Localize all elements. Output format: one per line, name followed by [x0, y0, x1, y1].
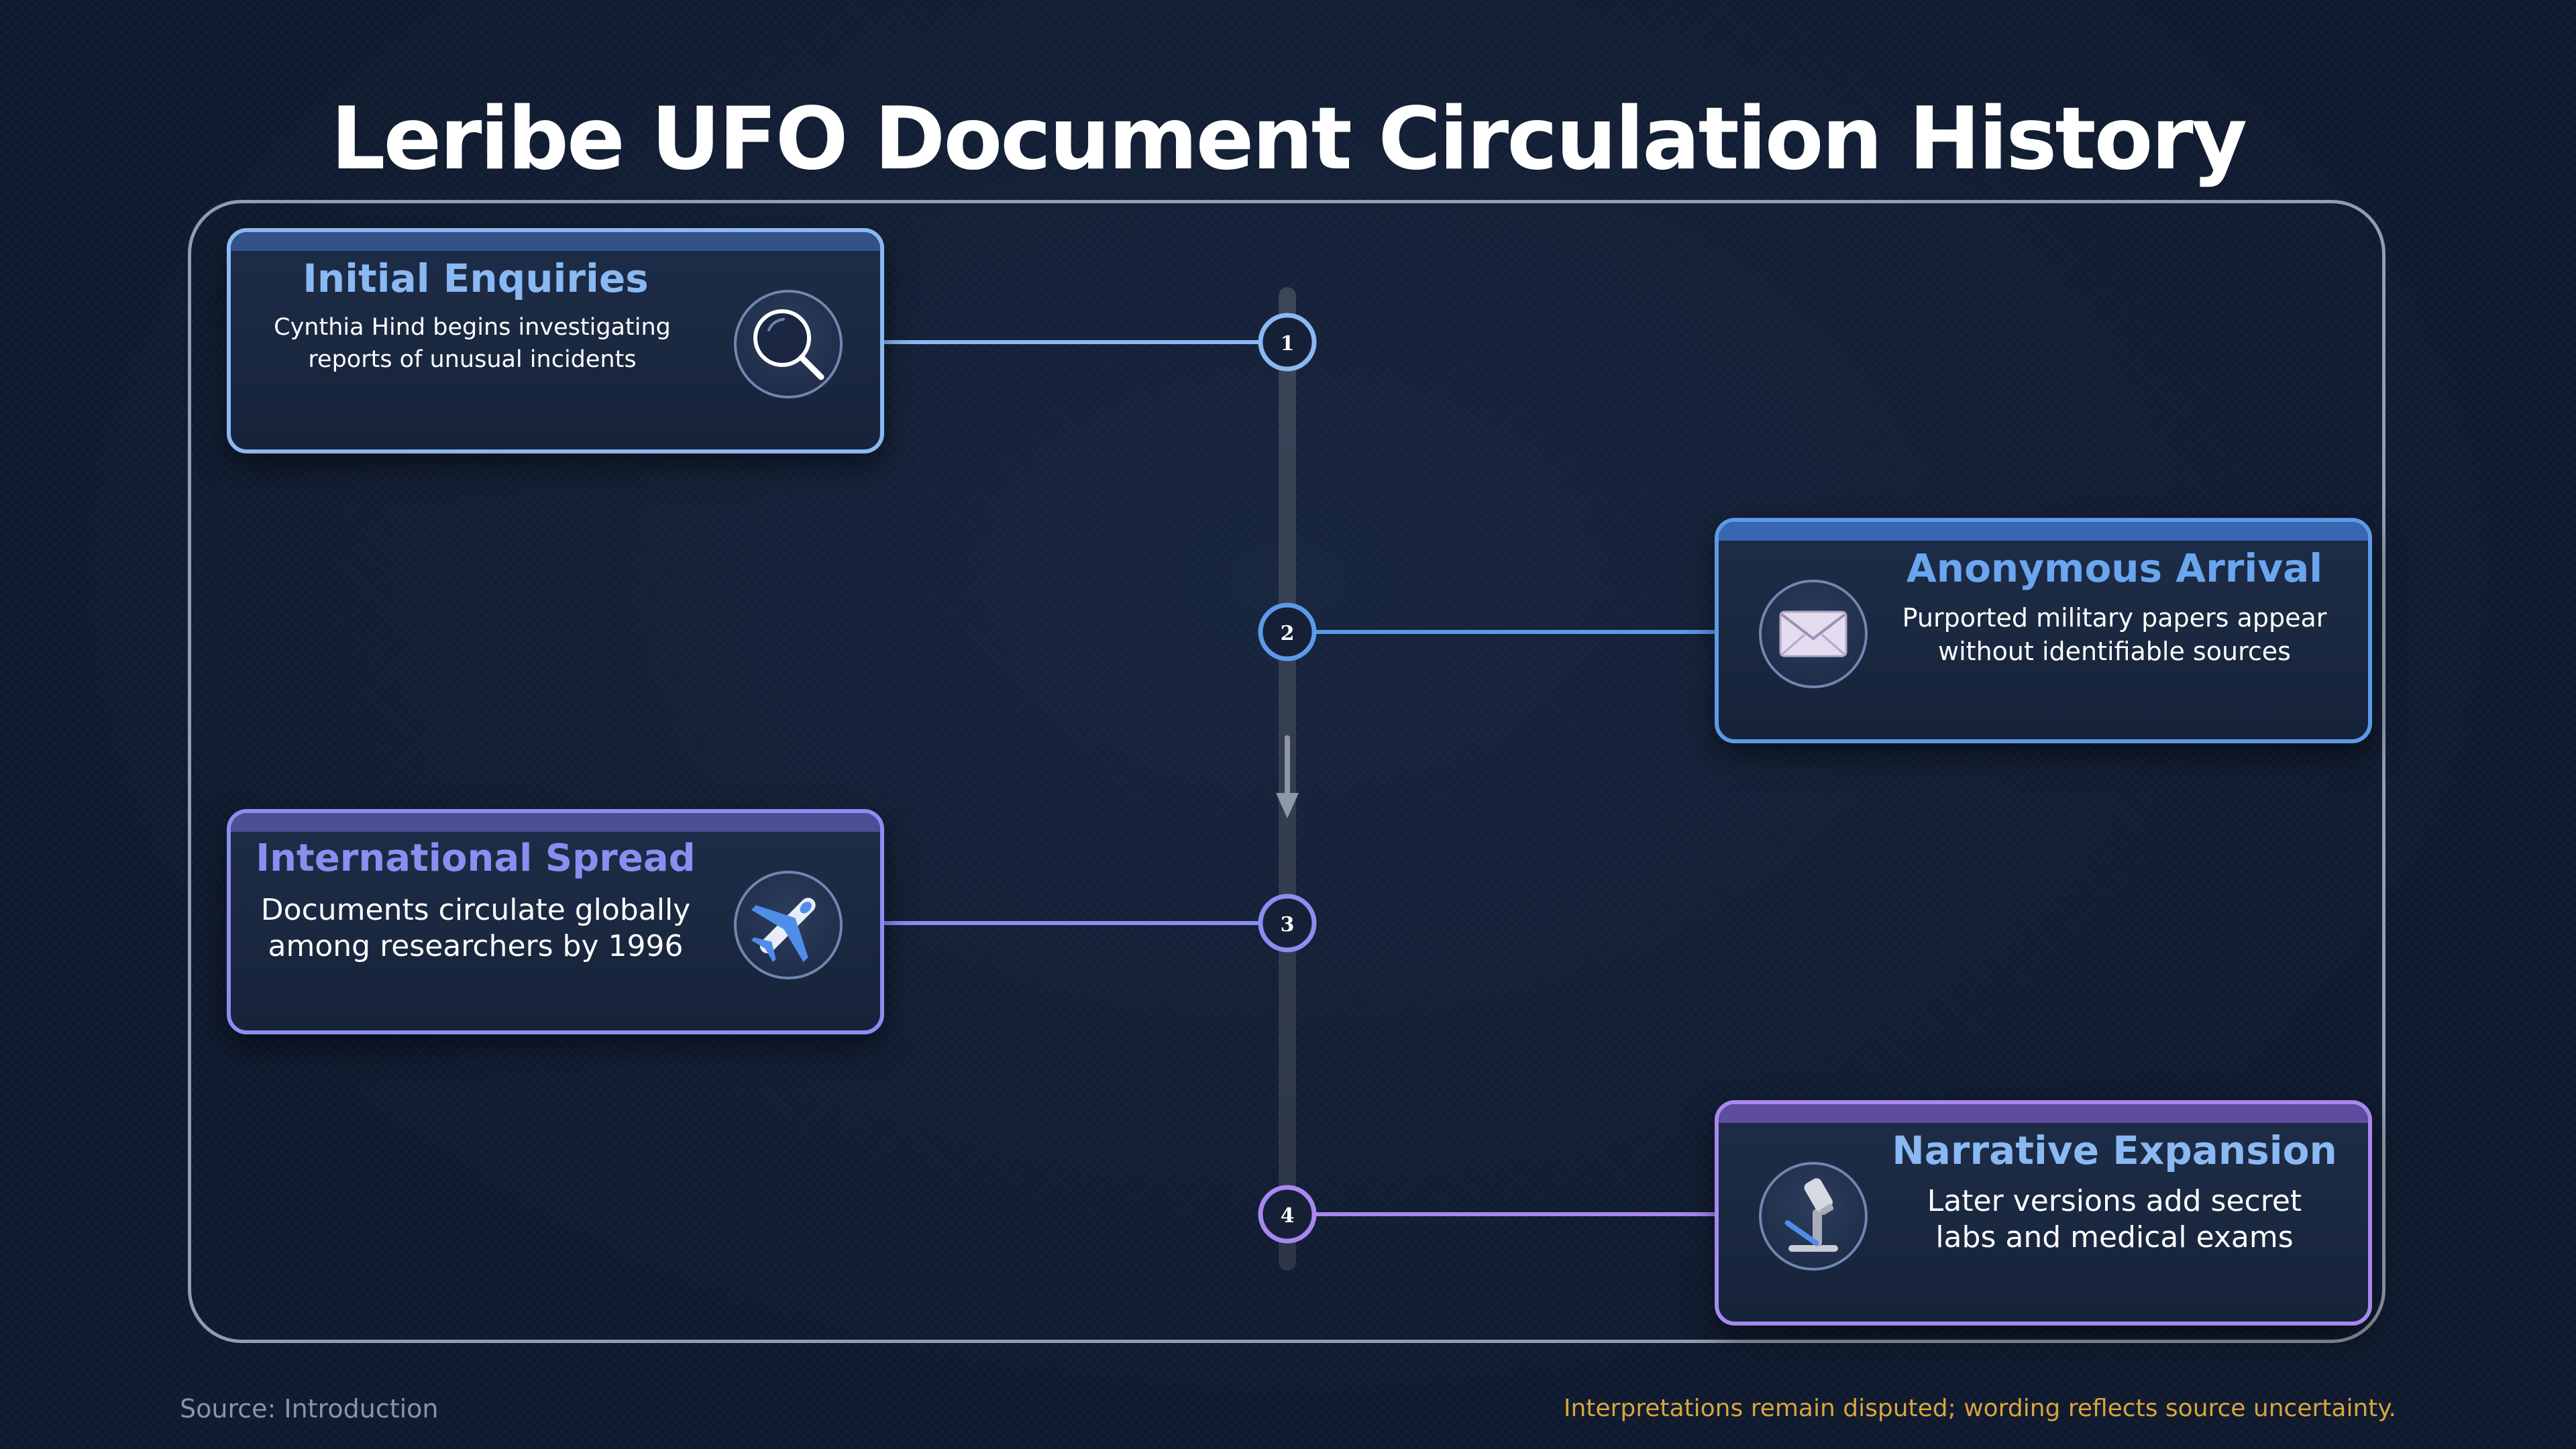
node-number-1: 1 — [1281, 332, 1295, 356]
node-number-3: 3 — [1281, 913, 1295, 936]
event-title: Anonymous Arrival — [1906, 545, 2323, 591]
page-title: Leribe UFO Document Circulation History — [330, 89, 2247, 189]
event-description: Cynthia Hind begins investigating report… — [274, 314, 671, 373]
timeline-frame — [188, 200, 2385, 1343]
card-accent-band — [231, 232, 880, 251]
event-card-narrative-expansion: Narrative Expansion Later versions add s… — [1715, 1100, 2372, 1326]
microscope-icon — [1759, 1162, 1868, 1271]
card-accent-band — [1719, 522, 2368, 541]
timeline-node-3: 3 — [1258, 894, 1317, 953]
timeline-node-2: 2 — [1258, 602, 1317, 661]
event-card-initial-enquiries: Initial Enquiries Cynthia Hind begins in… — [227, 228, 884, 453]
airplane-icon — [734, 871, 843, 979]
source-note: Source: Introduction — [180, 1394, 439, 1424]
envelope-icon — [1759, 580, 1868, 688]
event-title: Narrative Expansion — [1892, 1128, 2337, 1173]
timeline-node-4: 4 — [1258, 1185, 1317, 1244]
direction-arrow — [1276, 735, 1299, 818]
card-accent-band — [1719, 1104, 2368, 1123]
timeline-node-1: 1 — [1258, 313, 1317, 372]
card-accent-band — [231, 813, 880, 832]
node-number-4: 4 — [1281, 1204, 1295, 1228]
event-card-international-spread: International Spread Documents circulate… — [227, 809, 884, 1034]
event-description: Later versions add secret labs and medic… — [1927, 1184, 2302, 1254]
event-title: Initial Enquiries — [303, 256, 649, 301]
event-card-anonymous-arrival: Anonymous Arrival Purported military pap… — [1715, 518, 2372, 743]
event-description: Purported military papers appear without… — [1902, 603, 2327, 666]
node-number-2: 2 — [1281, 622, 1295, 645]
event-title: International Spread — [256, 837, 696, 880]
magnifying-glass-icon — [734, 290, 843, 398]
disclaimer-note: Interpretations remain disputed; wording… — [1563, 1395, 2396, 1422]
event-description: Documents circulate globally among resea… — [260, 893, 691, 963]
